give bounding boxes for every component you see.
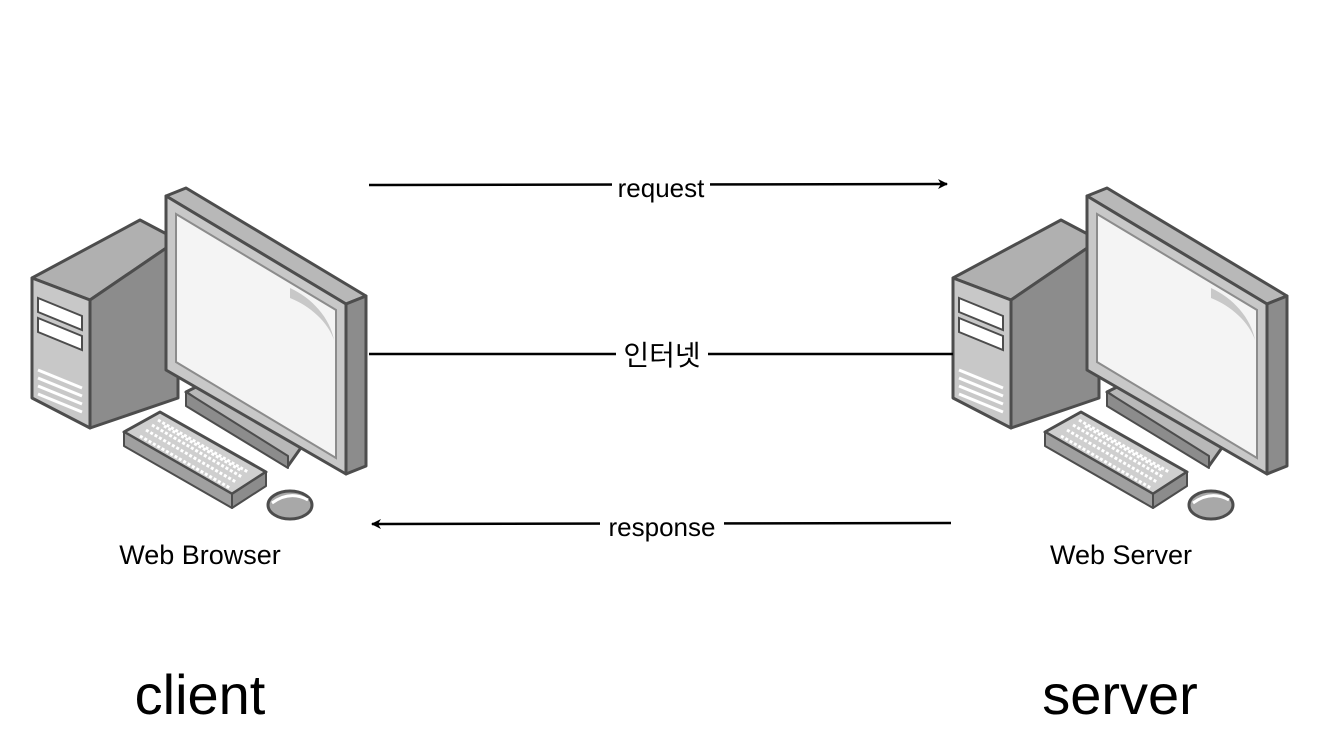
client-role-label: client xyxy=(135,663,266,726)
response-label: response xyxy=(609,512,716,542)
client-device-label: Web Browser xyxy=(119,540,281,570)
internet-label: 인터넷 xyxy=(623,340,700,371)
request-edge: request xyxy=(368,170,948,203)
client-computer-icon xyxy=(30,186,368,521)
server-computer-icon xyxy=(951,186,1289,521)
internet-edge: 인터넷 xyxy=(369,336,953,372)
server-role-label: server xyxy=(1042,663,1198,726)
request-label: request xyxy=(618,173,705,203)
response-edge: response xyxy=(371,510,952,542)
server-device-label: Web Server xyxy=(1050,540,1192,570)
